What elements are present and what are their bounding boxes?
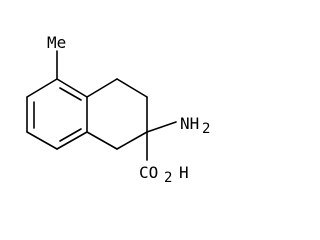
bond-ar-4 [56, 131, 88, 150]
bond-ar-3 [26, 131, 58, 150]
aromatic-ring [26, 78, 88, 150]
carboxyl-hydrogen: H [179, 163, 189, 182]
bond-sat-2 [116, 78, 148, 98]
bond-sat-4 [116, 131, 148, 150]
amino-subscript: 2 [202, 121, 210, 137]
bond-sat-5 [86, 131, 118, 150]
methyl-label: Me [47, 33, 66, 52]
bond-ar-6 [56, 78, 88, 98]
structure-canvas: Me NH 2 CO 2 H [26, 33, 210, 186]
carboxyl-subscript: 2 [164, 170, 172, 186]
bond-amino [146, 121, 177, 133]
bond-ar-1 [26, 78, 58, 98]
bond-ar-double-3 [59, 87, 82, 101]
molecule-diagram: Me NH 2 CO 2 H [26, 33, 210, 186]
bond-sat-1 [86, 78, 118, 98]
saturated-ring [86, 78, 148, 150]
bond-ar-double-2 [59, 128, 82, 142]
carboxyl-label: CO [139, 163, 158, 182]
amino-label: NH [180, 114, 199, 133]
